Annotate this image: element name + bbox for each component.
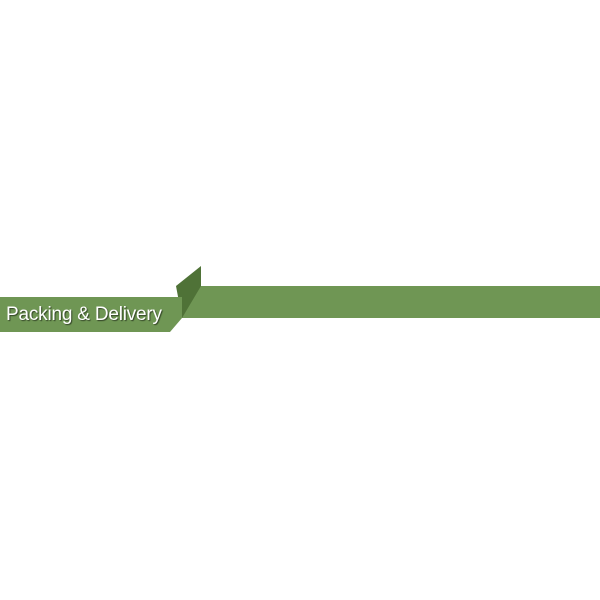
banner-tag <box>0 297 182 332</box>
banner-title: Packing & Delivery <box>6 304 162 325</box>
banner-shape <box>0 266 600 332</box>
section-banner: Packing & Delivery <box>0 266 600 334</box>
banner-bar <box>182 286 600 318</box>
banner-fold <box>176 266 201 318</box>
